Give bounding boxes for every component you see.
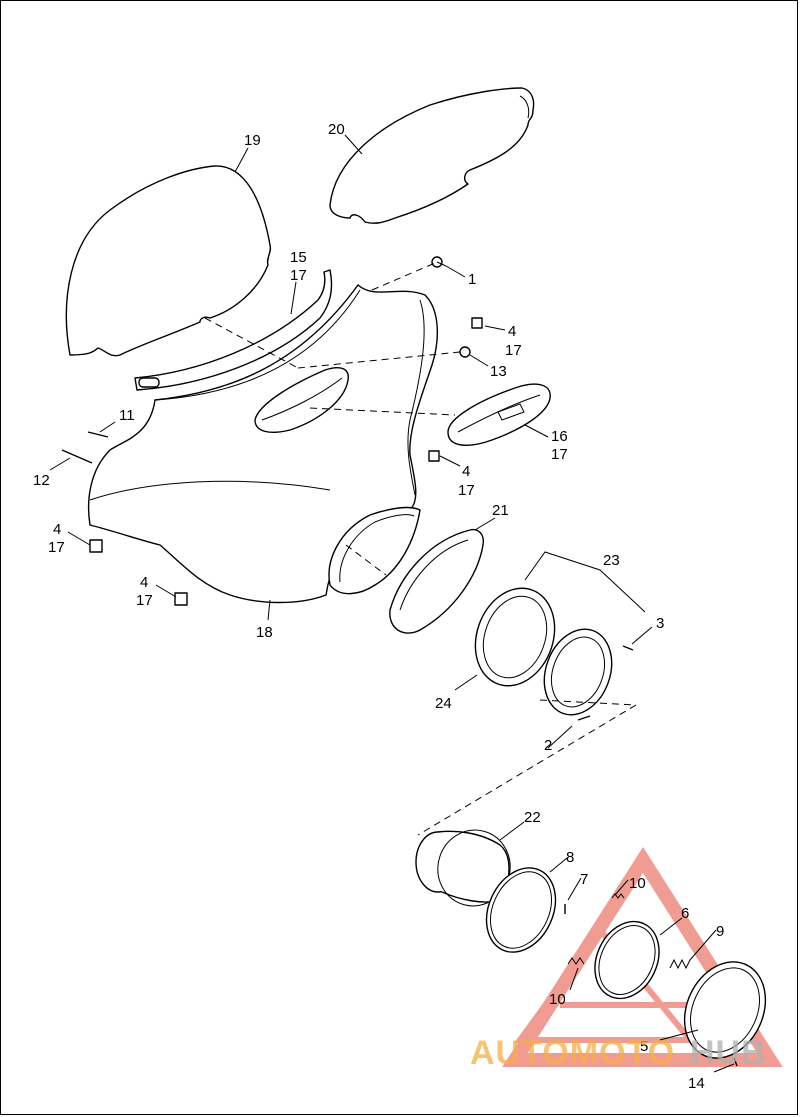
spring-9 xyxy=(669,958,691,970)
callout-17-d: 17 xyxy=(136,592,153,609)
callout-5: 5 xyxy=(640,1038,648,1055)
retaining-ring xyxy=(485,867,557,953)
callout-13: 13 xyxy=(490,363,507,380)
callout-17-f: 17 xyxy=(551,446,568,463)
callout-9: 9 xyxy=(716,923,724,940)
callout-4-a: 4 xyxy=(508,323,516,340)
callout-10-a: 10 xyxy=(629,875,646,892)
clip-4-upper xyxy=(471,317,483,329)
callout-21: 21 xyxy=(492,502,509,519)
callout-2: 2 xyxy=(544,737,552,754)
callout-10-b: 10 xyxy=(549,991,566,1008)
watermark-text: AUTOMOTO HUB xyxy=(470,1034,767,1072)
callout-12: 12 xyxy=(33,472,50,489)
callout-22: 22 xyxy=(524,809,541,826)
callout-17-b: 17 xyxy=(458,482,475,499)
callout-7: 7 xyxy=(580,871,588,888)
callout-1: 1 xyxy=(468,271,476,288)
screw-2 xyxy=(577,715,591,721)
callout-11: 11 xyxy=(119,407,135,424)
screw-13 xyxy=(459,346,471,358)
trim-slot xyxy=(138,377,160,388)
headlamp-bracket xyxy=(543,628,613,716)
callout-labels: 19 20 15 17 1 4 17 13 16 17 4 17 11 12 4… xyxy=(33,121,724,1092)
callout-16: 16 xyxy=(551,428,568,445)
headlamp-unit xyxy=(415,829,511,907)
leader-lines xyxy=(49,134,735,1073)
screw-3 xyxy=(622,645,634,651)
outer-trim-ring xyxy=(683,961,767,1059)
watermark-text-hub: HUB xyxy=(690,1034,767,1072)
clip-4-mid xyxy=(428,450,440,462)
callout-17-a: 17 xyxy=(505,342,522,359)
bolt-12 xyxy=(61,449,93,464)
callout-23: 23 xyxy=(603,552,620,569)
screw-1 xyxy=(431,256,447,268)
callout-20: 20 xyxy=(328,121,345,138)
callout-19: 19 xyxy=(244,132,261,149)
callout-14: 14 xyxy=(688,1075,705,1092)
alignment-lines xyxy=(204,262,637,836)
callout-4-d: 4 xyxy=(140,574,148,591)
headlamp-trim-ring xyxy=(389,528,485,634)
callout-4-b: 4 xyxy=(462,463,470,480)
windshield-tall xyxy=(65,165,272,357)
callout-24: 24 xyxy=(435,695,452,712)
watermark-text-automoto: AUTOMOTO xyxy=(470,1034,675,1072)
callout-17-e: 17 xyxy=(290,267,307,284)
fairing-vent-opening xyxy=(254,367,349,433)
clip-4-left xyxy=(89,539,103,553)
callout-8: 8 xyxy=(566,849,574,866)
callout-17-c: 17 xyxy=(48,539,65,556)
callout-4-c: 4 xyxy=(53,521,61,538)
seal-ring xyxy=(594,920,660,1000)
bolt-11 xyxy=(87,431,109,438)
callout-15: 15 xyxy=(290,249,307,266)
spring-10-lower xyxy=(567,957,585,965)
callout-23-bracket xyxy=(524,551,646,613)
spring-10-upper xyxy=(611,893,625,899)
wind-deflector xyxy=(329,87,535,224)
callout-3: 3 xyxy=(656,615,664,632)
callout-18: 18 xyxy=(256,624,273,641)
clip-4-bottom xyxy=(174,592,188,606)
callout-6: 6 xyxy=(681,905,689,922)
fairing-headlamp-opening xyxy=(328,506,421,595)
screw-14 xyxy=(733,1057,738,1067)
mounting-ring xyxy=(474,587,556,687)
